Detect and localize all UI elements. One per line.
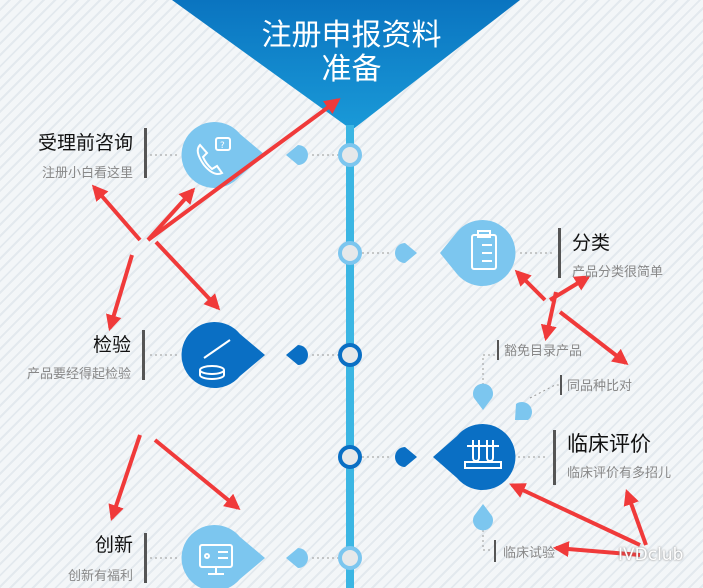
sub-inspect: 产品要经得起检验 <box>26 367 131 382</box>
bubble-consult <box>181 121 265 188</box>
heading-classify: 分类 <box>572 232 611 254</box>
heading-inspect: 检验 <box>92 334 131 356</box>
heading-consult: 受理前咨询 <box>37 132 133 154</box>
drop-2 <box>395 243 417 263</box>
drop-compare <box>515 401 533 420</box>
node-4 <box>338 445 362 469</box>
svg-text:?: ? <box>220 141 225 151</box>
drop-3 <box>286 345 308 365</box>
monitor-chart-icon <box>199 544 233 575</box>
heading-clinical: 临床评价 <box>567 432 651 456</box>
option-compare: 同品种比对 <box>567 379 633 394</box>
node-3 <box>338 343 362 367</box>
node-5 <box>338 546 362 570</box>
annotation-arrows <box>91 98 648 558</box>
divider <box>553 430 556 485</box>
sub-classify: 产品分类很简单 <box>572 265 664 280</box>
test-tube-rack-icon <box>464 440 502 469</box>
bubble-classify <box>440 219 516 286</box>
bubble-inspect <box>181 321 265 388</box>
divider <box>494 540 496 562</box>
title-line-2: 准备 <box>321 52 382 87</box>
drop-1 <box>286 145 308 165</box>
sub-innovate: 创新有福利 <box>67 569 133 584</box>
drop-4 <box>395 447 417 467</box>
watermark: IVDclub <box>618 545 684 565</box>
option-exempt: 豁免目录产品 <box>504 344 583 359</box>
title-funnel <box>172 0 520 130</box>
drop-trial <box>473 504 493 531</box>
title-line-1: 注册申报资料 <box>261 18 442 53</box>
divider <box>558 228 561 278</box>
node-2 <box>338 241 362 265</box>
bubble-clinical <box>433 423 516 490</box>
pipette-dish-icon <box>199 339 231 380</box>
clipboard-checklist-icon <box>471 230 497 270</box>
divider <box>142 330 145 380</box>
bubble-innovate <box>181 524 265 588</box>
sub-consult: 注册小白看这里 <box>41 166 133 181</box>
heading-innovate: 创新 <box>94 534 133 556</box>
drop-5 <box>286 548 308 568</box>
divider <box>560 375 562 395</box>
node-1 <box>338 143 362 167</box>
timeline-nodes <box>338 143 362 570</box>
phone-question-icon: ? <box>196 137 231 175</box>
option-trial: 临床试验 <box>503 546 556 561</box>
divider <box>144 533 147 583</box>
sub-clinical: 临床评价有多招儿 <box>567 466 672 481</box>
divider <box>144 128 147 178</box>
drop-exempt <box>473 383 493 410</box>
divider <box>497 340 499 360</box>
